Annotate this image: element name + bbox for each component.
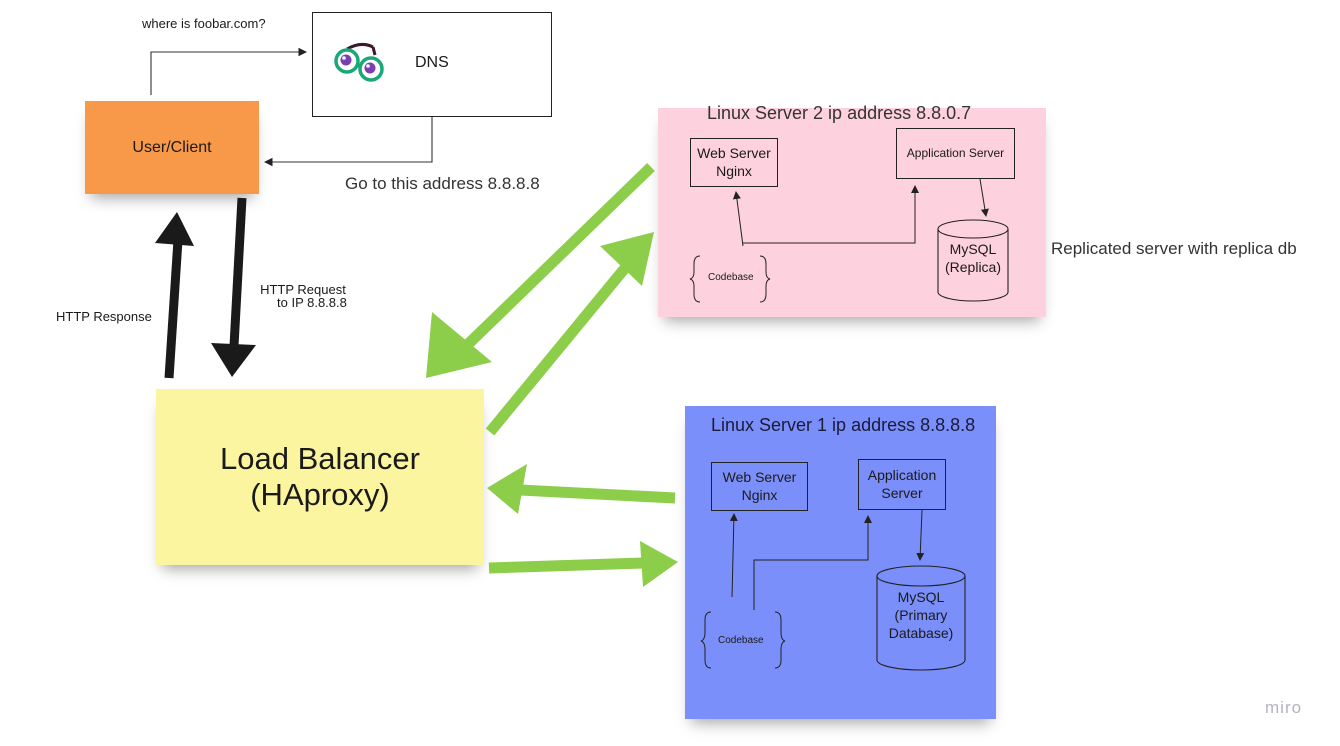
http-request-label: HTTP Request to IP 8.8.8.8 bbox=[259, 283, 347, 309]
dns-response-connector bbox=[263, 117, 433, 167]
http-request-line2: to IP 8.8.8.8 bbox=[277, 295, 347, 310]
http-response-arrow bbox=[155, 212, 194, 379]
s1-mysql-label: MySQL (Primary Database) bbox=[877, 588, 965, 643]
s1-codebase-braces bbox=[700, 611, 786, 669]
load-balancer-subtitle: (HAproxy) bbox=[250, 477, 390, 512]
replicated-server-label: Replicated server with replica db bbox=[1051, 239, 1297, 258]
miro-watermark: miro bbox=[1265, 698, 1303, 717]
lb-to-server2-arrow bbox=[485, 232, 654, 436]
http-request-line1: HTTP Request bbox=[260, 282, 346, 297]
http-response-label: HTTP Response bbox=[56, 309, 152, 324]
s2-codebase-to-app bbox=[743, 185, 919, 244]
s2-web-server-sublabel: Nginx bbox=[716, 162, 752, 179]
server1-title: Linux Server 1 ip address 8.8.8.8 bbox=[711, 415, 976, 435]
s2-app-to-db bbox=[979, 178, 989, 217]
s1-mysql-cylinder bbox=[876, 565, 966, 671]
s2-mysql-line1: MySQL bbox=[949, 241, 997, 257]
load-balancer-title: Load Balancer bbox=[220, 441, 420, 477]
s2-codebase-to-web bbox=[732, 191, 744, 247]
query-dns-connector bbox=[150, 47, 308, 95]
s1-app-server-sublabel: Server bbox=[881, 484, 923, 501]
load-balancer-note[interactable]: Load Balancer (HAproxy) bbox=[156, 389, 484, 565]
s2-mysql-label: MySQL (Replica) bbox=[938, 240, 1008, 276]
s1-web-server-label: Web Server bbox=[722, 469, 797, 485]
s1-codebase-label: Codebase bbox=[718, 635, 764, 646]
s1-mysql-line2: (Primary bbox=[894, 607, 948, 624]
go-to-address-label: Go to this address 8.8.8.8 bbox=[345, 174, 540, 193]
s2-codebase-label: Codebase bbox=[708, 272, 754, 283]
glasses-icon bbox=[334, 42, 384, 82]
s2-mysql-cylinder bbox=[937, 219, 1009, 302]
s1-web-server-sublabel: Nginx bbox=[741, 486, 778, 503]
lb-to-server1-arrow bbox=[488, 541, 678, 587]
s1-app-server-box[interactable]: Application Server bbox=[858, 459, 946, 510]
s1-mysql-line1: MySQL bbox=[897, 589, 945, 605]
user-client-note[interactable]: User/Client bbox=[85, 101, 259, 194]
s2-app-server-label: Application Server bbox=[906, 146, 1005, 160]
s1-codebase-to-web bbox=[729, 513, 738, 598]
linux-server-1-note[interactable] bbox=[685, 406, 996, 719]
s2-codebase-braces bbox=[689, 255, 771, 303]
where-is-label: where is foobar.com? bbox=[142, 16, 266, 31]
server1-to-lb-arrow bbox=[487, 464, 676, 514]
http-request-arrow bbox=[211, 197, 256, 377]
server2-to-lb-arrow bbox=[426, 163, 655, 378]
s2-web-server-box[interactable]: Web Server Nginx bbox=[690, 138, 778, 187]
s1-codebase-to-app bbox=[753, 515, 872, 610]
s2-app-server-box[interactable]: Application Server bbox=[896, 128, 1015, 179]
user-client-label: User/Client bbox=[132, 138, 212, 156]
s1-mysql-line3: Database) bbox=[888, 625, 954, 642]
s1-app-to-db bbox=[916, 509, 925, 561]
server2-title: Linux Server 2 ip address 8.8.0.7 bbox=[707, 103, 972, 123]
s1-app-server-label: Application bbox=[867, 467, 937, 483]
dns-label: DNS bbox=[415, 54, 449, 71]
s2-web-server-label: Web Server bbox=[697, 145, 771, 161]
s1-web-server-box[interactable]: Web Server Nginx bbox=[711, 462, 808, 511]
s2-mysql-line2: (Replica) bbox=[944, 259, 1001, 276]
dns-box[interactable]: DNS bbox=[312, 12, 552, 117]
